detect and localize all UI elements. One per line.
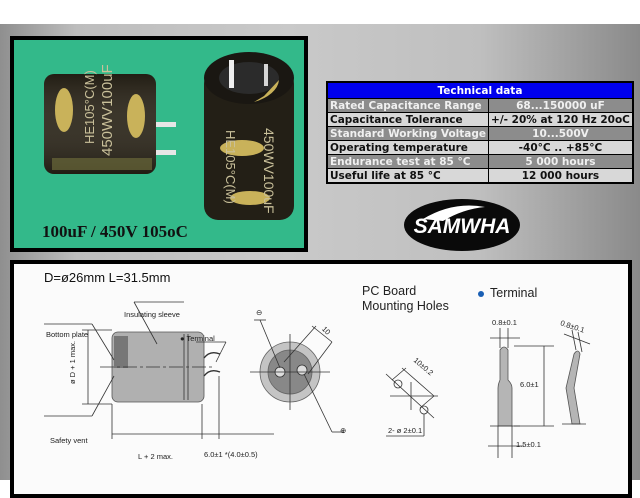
svg-text:450WV100uF: 450WV100uF: [261, 128, 277, 214]
pcb-title-line2: Mounting Holes: [362, 299, 449, 313]
svg-text:450WV100uF: 450WV100uF: [99, 64, 116, 156]
technical-data-table: Technical data Rated Capacitance Range 6…: [326, 81, 634, 184]
product-photo: HE105°C(M) 450WV100uF HE105°C(M) 450WV10…: [10, 36, 308, 252]
svg-text:HE105°C(M): HE105°C(M): [82, 70, 97, 144]
row-value: 12 000 hours: [488, 168, 634, 184]
row-label: Useful life at 85 °C: [326, 168, 490, 184]
terminal-title: Terminal: [478, 286, 537, 300]
row-value: +/- 20% at 120 Hz 20oC: [488, 112, 634, 127]
dimensions-title: D=ø26mm L=31.5mm: [44, 270, 171, 285]
label-bottom-plate: Bottom plate: [46, 330, 89, 339]
plus-icon: ⊕: [340, 426, 347, 435]
label-safety-vent: Safety vent: [50, 436, 88, 445]
svg-text:HE105°C(M): HE105°C(M): [223, 130, 238, 204]
table-row: Rated Capacitance Range 68...150000 uF: [326, 98, 634, 113]
row-value: 5 000 hours: [488, 154, 634, 169]
label-lead-length: 6.0±1 *(4.0±0.5): [204, 450, 258, 459]
label-terminal: ● Terminal: [180, 334, 215, 343]
label-diameter: ø D + 1 max.: [68, 340, 77, 384]
bullet-icon: [478, 290, 484, 297]
row-label: Endurance test at 85 °C: [326, 154, 490, 169]
label-length: L + 2 max.: [138, 452, 173, 461]
logo-text: SAMWHA: [414, 215, 511, 238]
label-pin-length: 6.0±1: [520, 380, 539, 389]
pcb-mounting-title: PC Board Mounting Holes: [362, 284, 449, 314]
row-label: Standard Working Voltage: [326, 126, 490, 141]
row-value: 68...150000 uF: [488, 98, 634, 113]
terminal-title-text: Terminal: [490, 286, 538, 300]
label-insulating-sleeve: Insulating sleeve: [124, 310, 180, 319]
row-label: Rated Capacitance Range: [326, 98, 490, 113]
table-row: Endurance test at 85 °C 5 000 hours: [326, 154, 634, 169]
label-pin-width: 0.8±0.1: [492, 318, 517, 327]
label-pin-base: 1.5±0.1: [516, 440, 541, 449]
samwha-logo: SAMWHA: [403, 197, 521, 253]
dimension-diagram: D=ø26mm L=31.5mm PC Board Mounting Holes…: [10, 260, 632, 498]
table-row: Useful life at 85 °C 12 000 hours: [326, 168, 634, 184]
minus-icon: ⊖: [256, 308, 263, 317]
table-title: Technical data: [327, 82, 633, 99]
label-hole-diameter: 2- ø 2±0.1: [388, 426, 423, 435]
pcb-title-line1: PC Board: [362, 284, 417, 298]
table-row: Standard Working Voltage 10...500V: [326, 126, 634, 141]
photo-caption: 100uF / 450V 105oC: [42, 222, 188, 241]
technical-drawing-icon: [44, 301, 591, 458]
capacitor-photo-icon: HE105°C(M) 450WV100uF HE105°C(M) 450WV10…: [44, 52, 294, 220]
row-value: 10...500V: [488, 126, 634, 141]
row-label: Operating temperature: [326, 140, 490, 155]
row-label: Capacitance Tolerance: [326, 112, 490, 127]
row-value: -40°C .. +85°C: [488, 140, 634, 155]
table-row: Operating temperature -40°C .. +85°C: [326, 140, 634, 155]
table-row: Capacitance Tolerance +/- 20% at 120 Hz …: [326, 112, 634, 127]
